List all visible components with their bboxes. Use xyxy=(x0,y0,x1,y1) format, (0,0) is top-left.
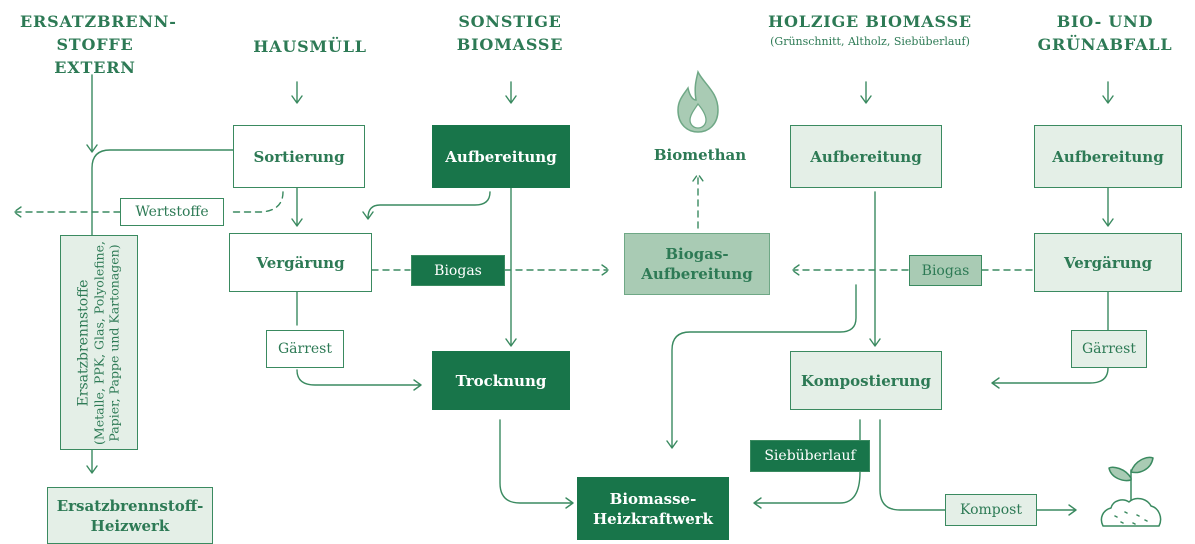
gaerrest-tag-left: Gärrest xyxy=(266,330,344,368)
header-holzige-biomasse: HOLZIGE BIOMASSE (Grünschnitt, Altholz, … xyxy=(735,10,1005,51)
ersatzbrennstoffe-detail: (Metalle, PPK, Glas, Polyolefine, Papier… xyxy=(91,240,122,445)
ersatzbrennstoff-heizwerk-box: Ersatzbrennstoff- Heizwerk xyxy=(47,487,213,544)
header-hausmuell: HAUSMÜLL xyxy=(253,37,367,56)
kompostierung-box: Kompostierung xyxy=(790,351,942,410)
header-holzige-title: HOLZIGE BIOMASSE xyxy=(768,12,972,31)
aufbereitung-bio-box: Aufbereitung xyxy=(1034,125,1182,188)
flame-icon xyxy=(677,69,719,133)
aufbereitung-holz-box: Aufbereitung xyxy=(790,125,942,188)
vergaerung-box-right: Vergärung xyxy=(1034,233,1182,292)
header-bio-gruenabfall: BIO- UND GRÜNABFALL xyxy=(1037,12,1173,54)
biomethan-label: Biomethan xyxy=(653,146,747,164)
biogas-aufbereitung-box: Biogas- Aufbereitung xyxy=(624,233,770,295)
biogas-tag-right: Biogas xyxy=(909,255,982,286)
siebueberlauf-tag: Siebüberlauf xyxy=(750,440,870,472)
vergaerung-box-left: Vergärung xyxy=(229,233,372,292)
ersatzbrennstoffe-vertical-text: Ersatzbrennstoffe (Metalle, PPK, Glas, P… xyxy=(75,238,122,448)
wertstoffe-tag: Wertstoffe xyxy=(120,198,224,226)
biomasse-heizkraftwerk-box: Biomasse- Heizkraftwerk xyxy=(577,477,729,540)
ersatzbrennstoffe-vertical-label: Ersatzbrennstoffe (Metalle, PPK, Glas, P… xyxy=(60,235,138,450)
trocknung-box: Trocknung xyxy=(432,351,570,410)
header-holzige-subtitle: (Grünschnitt, Altholz, Siebüberlauf) xyxy=(770,35,970,48)
header-ersatzbrennstoffe-extern: ERSATZBRENN- STOFFE EXTERN xyxy=(20,12,177,77)
ersatzbrennstoffe-title: Ersatzbrennstoffe xyxy=(75,279,92,406)
plant-icon xyxy=(1100,456,1162,527)
sortierung-box: Sortierung xyxy=(233,125,365,188)
biogas-tag-left: Biogas xyxy=(411,255,505,286)
aufbereitung-sonstige-box: Aufbereitung xyxy=(432,125,570,188)
gaerrest-tag-right: Gärrest xyxy=(1071,330,1147,368)
kompost-tag: Kompost xyxy=(945,494,1037,526)
header-sonstige-biomasse: SONSTIGE BIOMASSE xyxy=(456,12,564,54)
